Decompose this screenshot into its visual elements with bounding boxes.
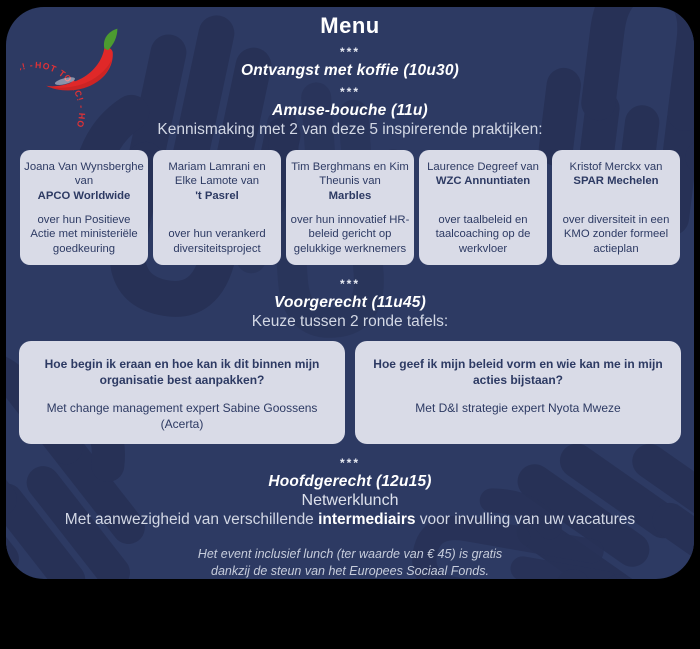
- speaker-topic: over hun Positieve Actie met ministeriël…: [30, 213, 138, 255]
- hot-topic-badge: HOT TOPIC! - HOT TOPIC! - HOT TOPIC! - H…: [20, 28, 118, 127]
- separator: ***: [339, 277, 360, 291]
- esf-footnote-line1: Het event inclusief lunch (ter waarde va…: [197, 547, 503, 562]
- intermediairs-line-pre: Met aanwezigheid van verschillende: [64, 511, 319, 529]
- esf-footnote: Het event inclusief lunch (ter waarde va…: [6, 546, 694, 579]
- section-heading-hoofdgerecht: Hoofdgerecht (12u15): [268, 473, 432, 491]
- speaker-topic: over hun verankerd diversiteitsproject: [168, 228, 266, 255]
- practice-card: Joana Van Wynsberghe van APCO Worldwide …: [20, 150, 148, 265]
- speaker-topic: over diversiteit in een KMO zonder forme…: [562, 213, 670, 255]
- speaker-name: Laurence Degreef van: [427, 161, 539, 173]
- table-question: Hoe geef ik mijn beleid vorm en wie kan …: [373, 357, 663, 387]
- chili-pepper-icon: [46, 28, 118, 91]
- speaker-topic: over hun innovatief HR-beleid gericht op…: [290, 213, 410, 255]
- speaker-org: 't Pasrel: [195, 189, 239, 202]
- page-title: Menu: [320, 13, 380, 38]
- section-heading-voorgerecht: Voorgerecht (11u45): [274, 294, 426, 311]
- separator: ***: [339, 456, 360, 471]
- round-tables-row: Hoe begin ik eraan en hoe kan ik dit bin…: [19, 341, 681, 445]
- speaker-name: Joana Van Wynsberghe van: [24, 161, 144, 188]
- intermediairs-line-post: voor invulling van uw vacatures: [415, 511, 636, 529]
- speaker-org: WZC Annuntiaten: [435, 175, 531, 188]
- table-host: Met change management expert Sabine Goos…: [46, 401, 318, 431]
- esf-footnote-line2: dankzij de steun van het Europees Sociaa…: [211, 564, 489, 579]
- intermediairs-line-bold: intermediairs: [318, 511, 416, 529]
- practice-card: Mariam Lamrani en Elke Lamote van 't Pas…: [153, 150, 281, 265]
- speaker-org: SPAR Mechelen: [573, 175, 659, 188]
- practice-card: Tim Berghmans en Kim Theunis van Marbles…: [286, 150, 414, 265]
- speaker-org: Marbles: [328, 189, 372, 202]
- practice-card: Kristof Merckx van SPAR Mechelen over di…: [552, 150, 680, 265]
- round-table-card: Hoe geef ik mijn beleid vorm en wie kan …: [355, 341, 681, 445]
- separator: ***: [339, 45, 360, 59]
- practice-cards-row: Joana Van Wynsberghe van APCO Worldwide …: [20, 150, 680, 265]
- table-question: Hoe begin ik eraan en hoe kan ik dit bin…: [44, 357, 320, 387]
- table-host: Met D&I strategie expert Nyota Mweze: [415, 401, 621, 416]
- intermediairs-line: Met aanwezigheid van verschillende inter…: [6, 510, 694, 529]
- practice-card: Laurence Degreef van WZC Annuntiaten ove…: [419, 150, 547, 265]
- speaker-topic: over taalbeleid en taalcoaching op de we…: [435, 213, 531, 255]
- round-table-card: Hoe begin ik eraan en hoe kan ik dit bin…: [19, 341, 345, 445]
- voorgerecht-subtitle: Keuze tussen 2 ronde tafels:: [251, 313, 449, 330]
- netwerklunch-line: Netwerklunch: [301, 492, 399, 510]
- speaker-name: Kristof Merckx van: [569, 161, 663, 173]
- menu-panel: HOT TOPIC! - HOT TOPIC! - HOT TOPIC! - H…: [6, 7, 694, 579]
- speaker-name: Mariam Lamrani en Elke Lamote van: [168, 161, 266, 188]
- speaker-name: Tim Berghmans en Kim Theunis van: [291, 161, 409, 188]
- speaker-org: APCO Worldwide: [37, 189, 131, 202]
- hot-topic-circle-text: HOT TOPIC! - HOT TOPIC! - HOT TOPIC! - H…: [20, 60, 87, 127]
